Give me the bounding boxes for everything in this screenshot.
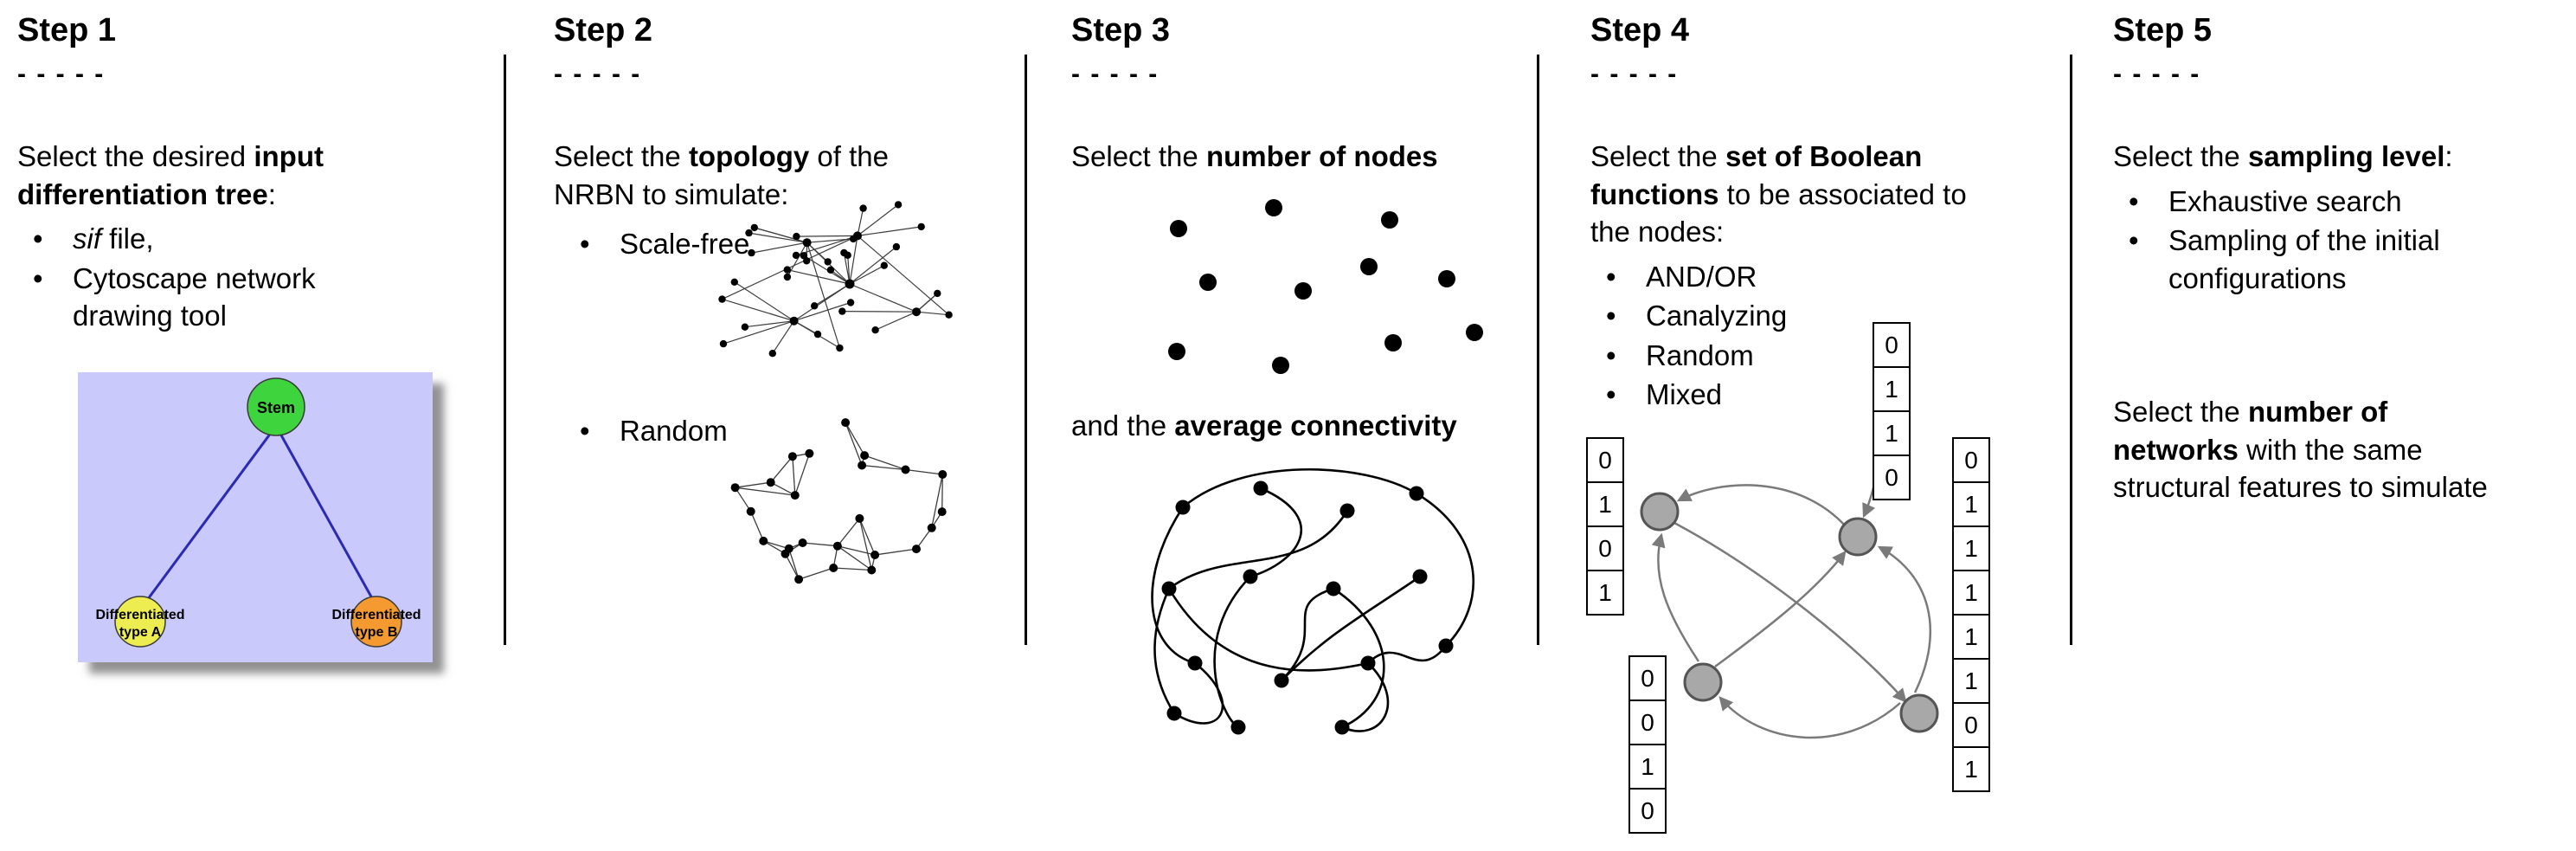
truth-cell: 1 [1873, 366, 1911, 412]
bullet-scale-free: Scale-free [564, 225, 749, 263]
boolean-node [1640, 492, 1680, 532]
regulation-arrows [1651, 413, 1932, 739]
truth-cell: 0 [1586, 437, 1624, 483]
bullet-cytoscape-tool: Cytoscape network drawing tool [17, 260, 502, 335]
step-5-title: Step 5 [2113, 12, 2213, 48]
step-4-bullets: AND/OR Canalyzing Random Mixed [1590, 258, 2062, 414]
truth-cell: 0 [1628, 655, 1667, 701]
bullet-exhaustive-search: Exhaustive search [2113, 183, 2572, 221]
scale-free-network-figure [701, 184, 1004, 396]
boolean-node [1899, 693, 1939, 733]
step-4-intro: Select the set of Boolean functions to b… [1590, 140, 1967, 248]
boolean-nodes [1640, 492, 1939, 733]
bullet-sif-file: sif file, [17, 220, 502, 258]
column-divider-2 [1025, 55, 1027, 645]
bullet-mixed: Mixed [1590, 376, 2062, 414]
nodes-dots-svg [1168, 199, 1483, 374]
tree-edge-b [274, 425, 378, 607]
step-2-column: Step 2 - - - - - Select the topology of … [554, 12, 1012, 670]
step-1-intro: Select the desired input differentiation… [17, 140, 324, 210]
truth-cell: 0 [1586, 525, 1624, 571]
boolean-node [1683, 662, 1723, 702]
random-network-svg [730, 418, 948, 584]
type-b-label-line2: type B [356, 625, 398, 640]
differentiation-tree-figure: Stem Differentiated type A Differentiate… [78, 372, 433, 662]
step-4-dashes: - - - - - [1590, 60, 1679, 88]
column-divider-3 [1537, 55, 1539, 645]
connectivity-network-figure [1121, 457, 1510, 756]
bullet-and-or: AND/OR [1590, 258, 2062, 296]
truth-cell: 0 [1628, 699, 1667, 745]
truth-cell: 1 [1873, 410, 1911, 456]
step-5-number-of-networks-text: Select the number of networks with the s… [2113, 396, 2488, 504]
step-2-title: Step 2 [554, 12, 653, 48]
arrow [1718, 696, 1901, 739]
step-4-title: Step 4 [1590, 12, 1690, 48]
step-3-title: Step 3 [1071, 12, 1171, 48]
stem-label: Stem [257, 399, 295, 416]
step-4-column: Step 4 - - - - - Select the set of Boole… [1590, 12, 2062, 414]
type-a-label-line2: type A [119, 625, 162, 640]
differentiated-type-b-node [350, 596, 402, 648]
step-3-connectivity-text: and the average connectivity [1071, 409, 1457, 442]
truth-cell: 1 [1952, 570, 1990, 616]
type-b-label-line1: Differentiated [331, 608, 421, 622]
step-5-dashes: - - - - - [2113, 60, 2201, 88]
step-5-intro: Select the sampling level: [2113, 140, 2453, 172]
truth-cell: 1 [1952, 481, 1990, 527]
truth-cell: 1 [1628, 744, 1667, 790]
step-3-dashes: - - - - - [1071, 60, 1160, 88]
step-5-column: Step 5 - - - - - Select the sampling lev… [2113, 12, 2572, 670]
step-1-dashes: - - - - - [17, 60, 106, 88]
random-network-figure [682, 398, 990, 621]
boolean-network-graph [1640, 413, 1939, 739]
bullet-canalyzing: Canalyzing [1590, 297, 2062, 335]
truth-cell: 1 [1952, 614, 1990, 660]
truth-cell: 1 [1952, 746, 1990, 792]
column-divider-1 [504, 55, 506, 645]
truth-cell: 1 [1586, 570, 1624, 616]
arrow [1714, 551, 1847, 668]
connectivity-network-svg [1151, 468, 1475, 735]
tree-edge-a [141, 425, 278, 607]
type-a-label-line1: Differentiated [95, 608, 184, 622]
step-3-column: Step 3 - - - - - Select the number of no… [1071, 12, 1530, 670]
step-2-dashes: - - - - - [554, 60, 642, 88]
truth-cell: 0 [1873, 455, 1911, 500]
step-5-bullets: Exhaustive search Sampling of the initia… [2113, 183, 2572, 298]
step-1-title: Step 1 [17, 12, 117, 48]
nodes-dots-figure [1125, 184, 1501, 396]
truth-cell: 1 [1586, 481, 1624, 527]
bullet-random-functions: Random [1590, 337, 2062, 375]
step-1-column: Step 1 - - - - - Select the desired inpu… [17, 12, 502, 335]
truth-cell: 0 [1952, 437, 1990, 483]
boolean-node [1838, 517, 1878, 557]
differentiation-tree-svg: Stem Differentiated type A Differentiate… [78, 372, 433, 662]
arrow [1877, 545, 1932, 693]
scale-free-network-svg [718, 201, 953, 358]
truth-cell: 0 [1628, 788, 1667, 834]
step-2-intro: Select the topology of the NRBN to simul… [554, 140, 889, 210]
step-1-bullets: sif file, Cytoscape network drawing tool [17, 220, 502, 335]
arrow [1676, 484, 1847, 527]
column-divider-4 [2070, 55, 2072, 645]
arrow [1673, 521, 1907, 703]
truth-cell: 0 [1952, 702, 1990, 748]
step-3-intro: Select the number of nodes [1071, 140, 1438, 172]
stem-node [247, 377, 305, 436]
bullet-random: Random [564, 412, 728, 450]
truth-cell: 1 [1952, 658, 1990, 704]
differentiated-type-a-node [114, 596, 166, 648]
truth-cell: 0 [1873, 322, 1911, 368]
bullet-sampling-configurations: Sampling of the initial configurations [2113, 222, 2572, 297]
truth-cell: 1 [1952, 525, 1990, 571]
arrow [1651, 532, 1700, 662]
